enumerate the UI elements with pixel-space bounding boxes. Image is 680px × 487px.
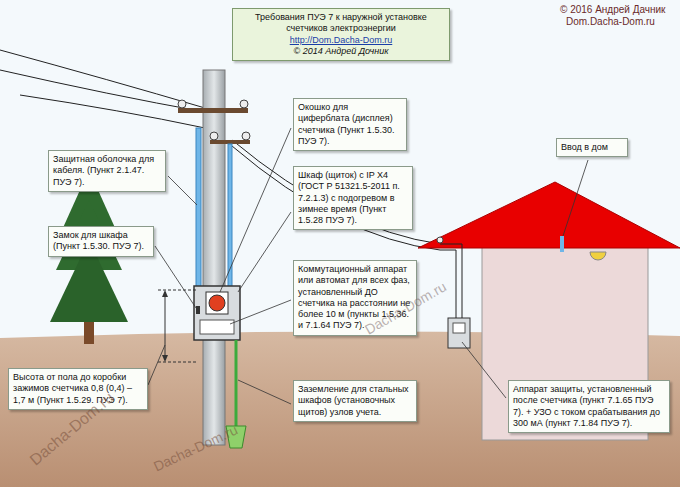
meter-cabinet [194, 286, 240, 340]
title-scroll: Требования ПУЭ 7 к наружной установке сч… [232, 8, 450, 61]
crossarm [178, 100, 250, 144]
callout-box: Защитная оболочка для кабеля. (Пункт 2.1… [48, 150, 166, 192]
cable-sheath [196, 128, 201, 288]
copyright-watermark: © 2016 Андрей Дачник [560, 4, 666, 15]
callout-box: Ввод в дом [556, 138, 628, 157]
callout-box: Высота от пола до коробки зажимов счетчи… [8, 368, 148, 410]
callout-text: Шкаф (щиток) с IP X4 (ГОСТ Р 51321.5-201… [298, 170, 408, 226]
copyright: © 2014 Андрей Дочник [237, 46, 445, 57]
callout-text: Аппарат защиты, установленный после счет… [513, 384, 665, 429]
leader-lines [148, 128, 588, 404]
callout-text: Высота от пола до коробки зажимов счетчи… [13, 372, 143, 406]
pole [203, 70, 225, 445]
url: http://Dom.Dacha-Dom.ru [237, 35, 445, 46]
callout-text: Защитная оболочка для кабеля. (Пункт 2.1… [53, 154, 161, 188]
callout-box: Замок для шкафа (Пункт 1.5.30. ПУЭ 7). [48, 226, 154, 257]
callout-text: Заземление для стальных шкафов (установо… [298, 384, 412, 418]
callout-box: Окошко для циферблата (дисплея) счетчика… [293, 98, 407, 151]
tree [50, 170, 128, 344]
dimension [158, 290, 196, 362]
heading: Требования ПУЭ 7 к наружной установке сч… [237, 12, 445, 35]
callout-text: Замок для шкафа (Пункт 1.5.30. ПУЭ 7). [53, 230, 149, 253]
callout-box: Заземление для стальных шкафов (установо… [293, 380, 417, 422]
house [418, 182, 680, 440]
callout-text: Окошко для циферблата (дисплея) счетчика… [298, 102, 402, 147]
callout-text: Ввод в дом [561, 142, 623, 153]
site-watermark: Dom.Dacha-Dom.ru [566, 16, 655, 27]
callout-box: Шкаф (щиток) с IP X4 (ГОСТ Р 51321.5-201… [293, 166, 413, 230]
callout-box: Коммутационный аппарат или автомат для в… [293, 260, 417, 336]
callout-box: Аппарат защиты, установленный после счет… [508, 380, 670, 433]
